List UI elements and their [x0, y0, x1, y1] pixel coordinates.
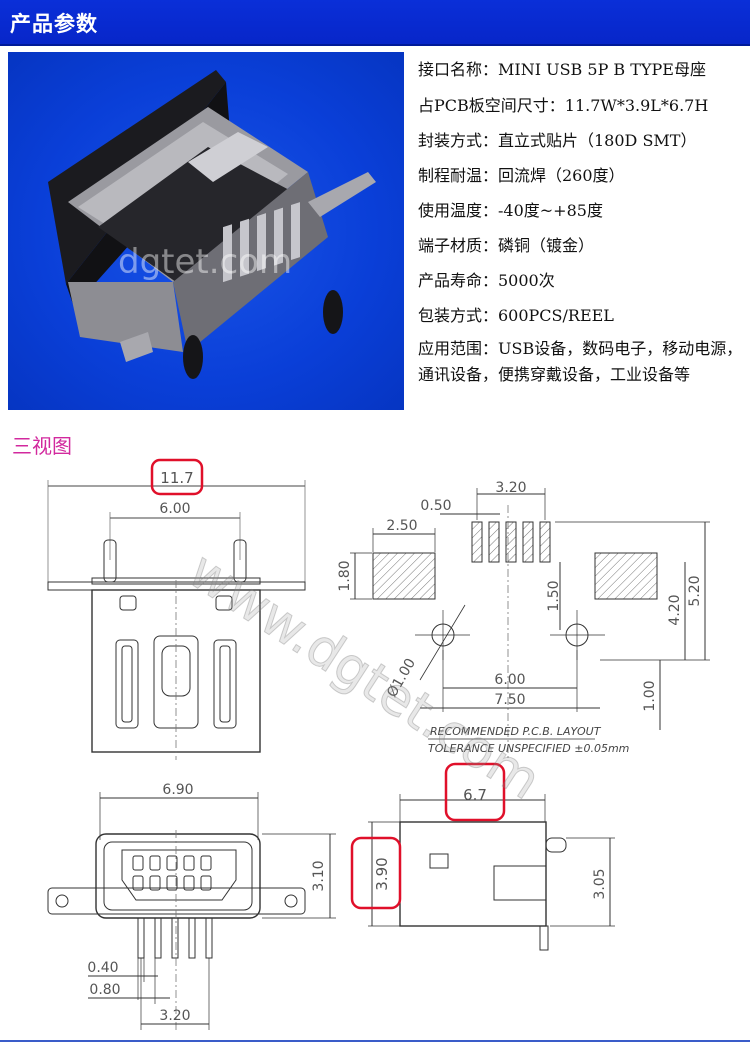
- param-packaging: 包装方式：600PCS/REEL: [418, 306, 614, 325]
- bottom-view: 6.90 3.10 0.40 0.80: [47, 782, 336, 1030]
- front-dim-inner: 6.00: [159, 501, 190, 517]
- side-dim-pin: 3.05: [592, 868, 608, 899]
- param-interface-name: 接口名称：MINI USB 5P B TYPE母座: [418, 60, 706, 79]
- bottom-dim-pitch: 0.40: [87, 960, 118, 976]
- pcb-dim-h1: 4.20: [667, 594, 683, 625]
- front-dim-width: 11.7: [160, 469, 193, 487]
- pcb-dim-hole-span: 6.00: [494, 672, 525, 688]
- pcb-dim-mount-width: 2.50: [386, 518, 417, 534]
- section-title: 三视图: [12, 434, 72, 458]
- product-photo: dgtet.com: [8, 52, 404, 410]
- param-lifespan: 产品寿命：5000次: [418, 271, 555, 290]
- header-bar: 产品参数: [0, 0, 750, 46]
- side-dim-height: 3.90: [373, 857, 391, 890]
- pcb-dim-pitch-span: 3.20: [495, 480, 526, 496]
- bottom-dim-height: 3.10: [311, 860, 327, 891]
- connector-illustration: [48, 70, 376, 379]
- technical-drawing: 11.7 6.00: [47, 458, 710, 1030]
- pcb-dim-mount-height: 1.80: [337, 560, 353, 591]
- param-operating-temp: 使用温度：-40度~+85度: [418, 201, 603, 220]
- pcb-dim-pad-width: 0.50: [420, 498, 451, 514]
- param-terminal-material: 端子材质：磷铜（镀金）: [418, 236, 595, 255]
- param-pcb-size: 占PCB板空间尺寸：11.7W*3.9L*6.7H: [418, 96, 709, 115]
- pcb-dim-total: 7.50: [494, 692, 525, 708]
- bottom-dim-span: 3.20: [159, 1008, 190, 1024]
- param-package: 封装方式：直立式贴片（180D SMT）: [418, 131, 697, 150]
- side-view: 6.7 3.90 3.05: [350, 762, 615, 951]
- param-process-temp: 制程耐温：回流焊（260度）: [418, 166, 625, 185]
- photo-watermark: dgtet.com: [118, 242, 293, 282]
- pcb-note-layout: RECOMMENDED P.C.B. LAYOUT: [430, 725, 602, 738]
- pcb-note-tolerance: TOLERANCE UNSPECIFIED ±0.05mm: [428, 742, 629, 755]
- pcb-dim-h2: 5.20: [687, 575, 703, 606]
- pcb-dim-signal-len: 1.50: [546, 580, 562, 611]
- bottom-dim-pitch2: 0.80: [89, 982, 120, 998]
- three-view-drawings: 11.7 6.00: [0, 455, 750, 1040]
- param-application: 应用范围：USB设备，数码电子，移动电源，通讯设备，便携穿戴设备，工业设备等: [418, 339, 743, 384]
- footer-divider: [0, 1040, 750, 1042]
- pcb-dim-offset: 1.00: [642, 680, 658, 711]
- page-title: 产品参数: [10, 12, 98, 36]
- bottom-dim-width: 6.90: [162, 782, 193, 798]
- side-dim-length: 6.7: [463, 786, 487, 804]
- front-view: 11.7 6.00: [47, 458, 306, 760]
